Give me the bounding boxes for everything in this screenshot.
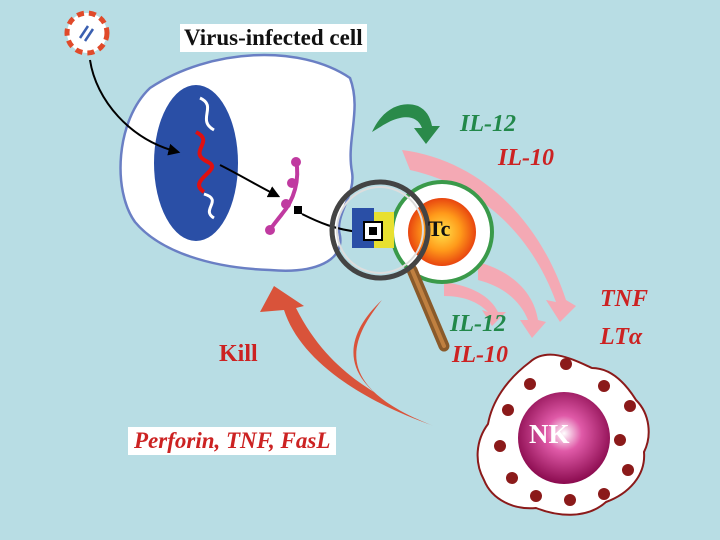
magnifier-icon — [329, 179, 450, 352]
nk-granules — [494, 358, 636, 506]
kill-label: Kill — [219, 341, 258, 367]
pink-arrow-medium — [478, 262, 546, 338]
tc-cell-label: Tc — [428, 216, 451, 241]
green-arrow — [372, 104, 440, 144]
nucleus — [154, 85, 238, 241]
infection-arrow — [89, 59, 181, 156]
viral-dna-white-top — [199, 96, 215, 132]
cytokine-label-il10-top: IL-10 — [498, 145, 554, 171]
pink-arrow-small — [444, 282, 506, 326]
processing-arrow — [219, 164, 281, 198]
nk-cell — [476, 353, 650, 516]
cytokine-label-il10-mid: IL-10 — [452, 342, 508, 368]
virus-particle — [64, 10, 110, 56]
cytokine-label-lta: LTα — [600, 324, 643, 350]
viral-dna-white-bottom — [203, 192, 215, 220]
cytokine-label-tnf: TNF — [600, 286, 648, 312]
nk-cell-label: NK — [529, 419, 570, 449]
diagram-title: Virus-infected cell — [180, 24, 367, 52]
cytokine-label-il12-mid: IL-12 — [450, 311, 506, 337]
tcr-mhc-complex — [352, 208, 394, 248]
cytokine-label-il12-top: IL-12 — [460, 111, 516, 137]
effector-molecules-label: Perforin, TNF, FasL — [128, 427, 337, 455]
viral-dna-red — [194, 130, 214, 194]
kill-arrow — [260, 286, 434, 426]
pink-arrow-large — [402, 150, 576, 322]
